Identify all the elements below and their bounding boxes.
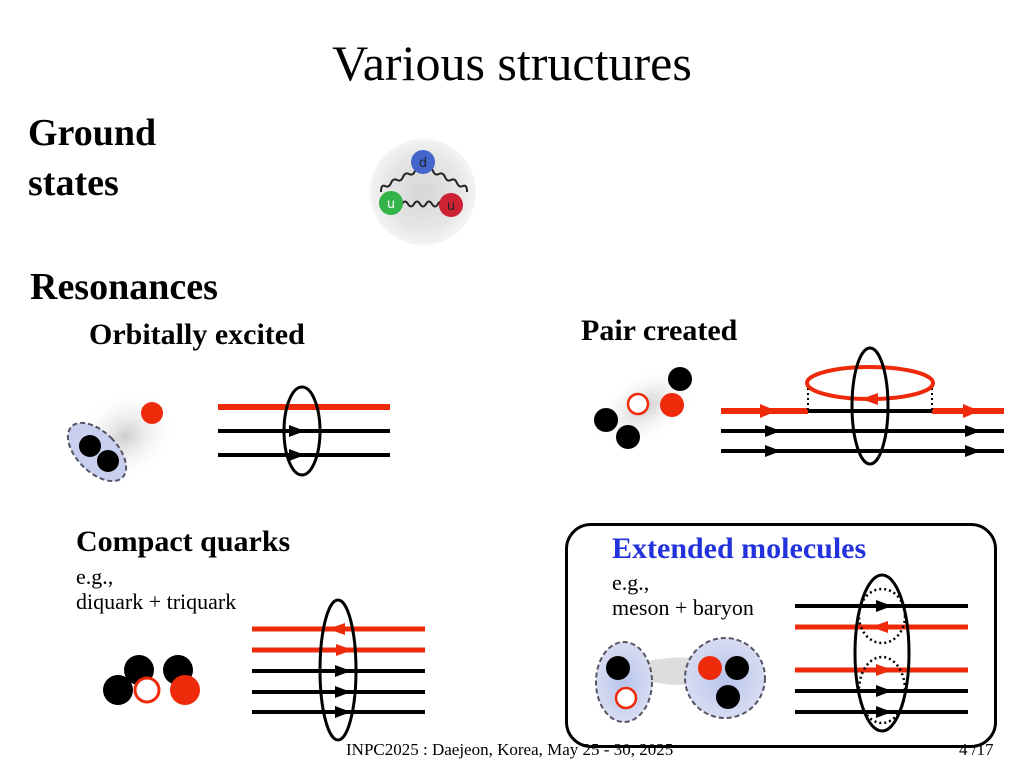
arrow-head-red (336, 644, 353, 656)
arrow-head-red (876, 664, 893, 676)
u-quark-green (379, 191, 403, 215)
extended-description: meson + baryon (612, 595, 754, 620)
arrow-head (965, 425, 981, 437)
pair-created-picture (590, 364, 700, 450)
quark-label-d: d (419, 156, 427, 171)
meson-dotted-ellipse (857, 587, 907, 645)
d-quark (411, 150, 435, 174)
orbital-excited-picture (66, 388, 177, 484)
arrow-head-red (760, 404, 777, 418)
hadron-ellipse (850, 346, 890, 466)
arrow-head-red (871, 621, 888, 633)
compact-eg-text: e.g., (76, 564, 114, 589)
molecule-picture (595, 637, 766, 723)
arrow-head-red (963, 404, 980, 418)
u-quark-red (439, 193, 463, 217)
quark-label-u2: u (447, 199, 455, 214)
page-number: 4 /17 (959, 740, 994, 759)
quark-black (606, 656, 630, 680)
orbitally-excited-heading: Orbitally excited (89, 318, 305, 351)
ground-state-baryon: d u u (370, 139, 476, 245)
arrow-head (289, 425, 305, 437)
arrow-head (289, 449, 305, 461)
arrow-head (765, 445, 781, 457)
quark-red (170, 675, 200, 705)
arrow-head (335, 686, 351, 698)
arrow-head (876, 600, 892, 612)
pair-created-lines (721, 346, 1004, 466)
antiquark (626, 392, 650, 416)
quark-label-u1: u (387, 197, 395, 212)
arrow-head (876, 706, 892, 718)
arrow-head (965, 445, 981, 457)
pair-created-heading: Pair created (581, 314, 738, 347)
quark-red (141, 402, 163, 424)
compact-description: diquark + triquark (76, 589, 237, 614)
baryon-cloud (370, 139, 476, 245)
arrow-head (765, 425, 781, 437)
antiquark (614, 686, 638, 710)
arrow-head (335, 665, 351, 677)
molecule-lines (795, 573, 968, 733)
footer-conference: INPC2025 : Daejeon, Korea, May 25 - 30, … (346, 740, 674, 759)
loop-arrow (861, 393, 878, 405)
quark-red (660, 393, 684, 417)
compact-lines (252, 598, 425, 742)
quark-black (79, 435, 101, 457)
compact-quarks-heading: Compact quarks (76, 525, 291, 558)
hadron-ellipse (318, 598, 358, 742)
compact-picture (103, 655, 200, 705)
gluon-springs (380, 166, 468, 208)
hadron-ellipse (282, 385, 322, 477)
extended-eg-text: e.g., (612, 570, 650, 595)
quark-black (725, 656, 749, 680)
page-title: Various structures (332, 35, 692, 91)
resonances-heading: Resonances (30, 266, 218, 308)
quark-red (698, 656, 722, 680)
quark-black (97, 450, 119, 472)
pair-loop (805, 365, 935, 401)
hadron-ellipse (853, 573, 911, 733)
extended-molecules-box (565, 523, 997, 748)
quark-black (716, 685, 740, 709)
arrow-head-red (328, 623, 345, 635)
quark-black (616, 425, 640, 449)
quark-black (668, 367, 692, 391)
quark-black (594, 408, 618, 432)
antiquark (133, 676, 161, 704)
arrow-head (876, 685, 892, 697)
meson-cluster (595, 641, 653, 723)
orbital-excited-lines (218, 385, 390, 477)
quark-black (103, 675, 133, 705)
arrow-head (335, 706, 351, 718)
extended-molecules-heading: Extended molecules (612, 532, 867, 565)
ground-states-heading: Ground states (28, 112, 157, 204)
